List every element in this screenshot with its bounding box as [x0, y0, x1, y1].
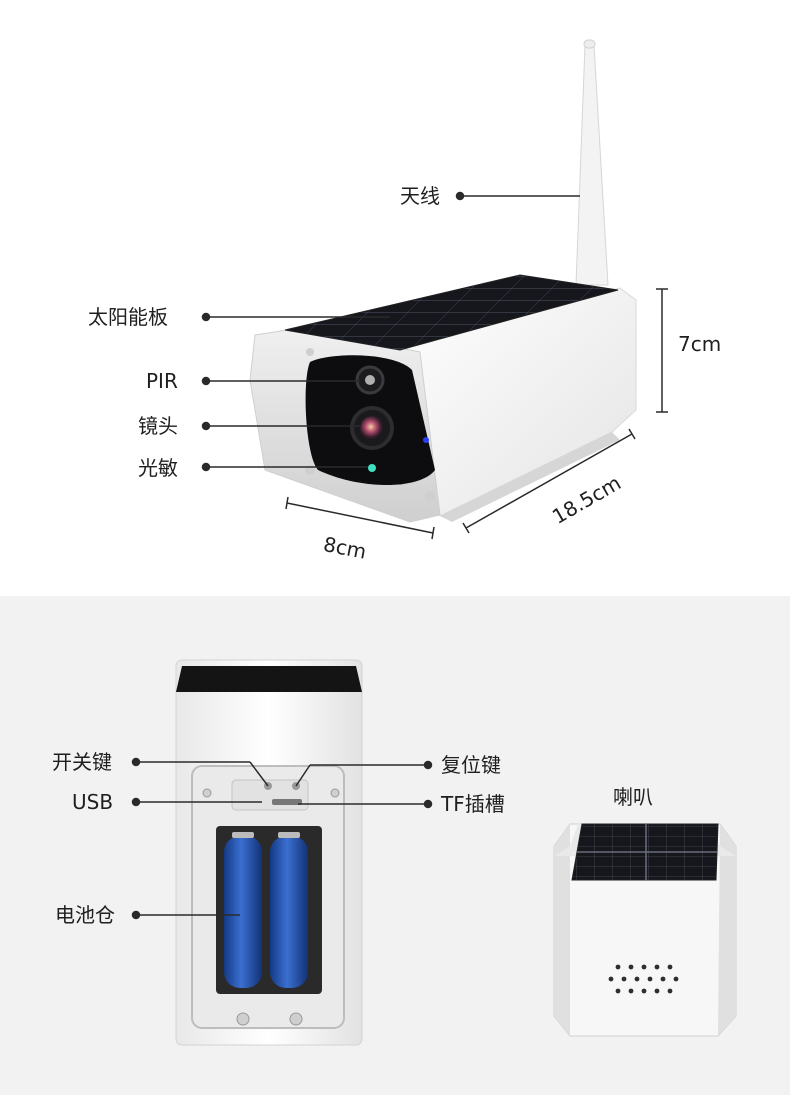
label-tf-slot: TF插槽 — [441, 792, 505, 816]
label-usb: USB — [72, 790, 114, 814]
label-solar-panel: 太阳能板 — [88, 305, 168, 329]
camera-side-view — [553, 823, 737, 1037]
dimension-height: 7cm — [678, 332, 722, 356]
label-battery-compartment: 电池仓 — [55, 903, 115, 927]
label-power-switch: 开关键 — [52, 750, 112, 774]
label-pir: PIR — [146, 369, 178, 393]
label-lens: 镜头 — [138, 414, 178, 438]
camera-back-and-side-illustration — [131, 659, 737, 1046]
battery-right — [270, 836, 308, 988]
camera-back-view — [175, 659, 363, 1046]
label-antenna: 天线 — [400, 184, 440, 208]
antenna — [575, 39, 609, 286]
battery-left — [224, 836, 262, 988]
callout-lines-top — [201, 191, 580, 472]
label-light-sensor: 光敏 — [138, 456, 178, 480]
label-reset-button: 复位键 — [441, 753, 501, 777]
speaker-grille-icon — [608, 964, 679, 994]
lens-face — [305, 348, 435, 501]
camera-front-illustration — [201, 39, 668, 540]
light-sensor-icon — [368, 464, 376, 472]
callout-lines-bottom — [131, 757, 433, 920]
label-speaker: 喇叭 — [613, 785, 653, 809]
dimension-markers — [285, 288, 668, 540]
